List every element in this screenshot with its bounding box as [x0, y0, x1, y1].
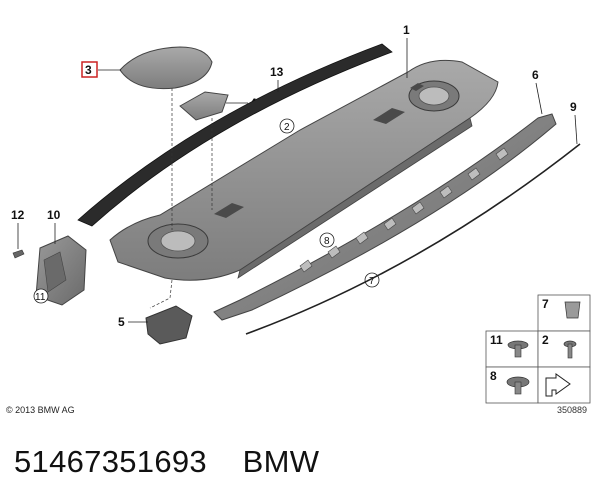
svg-text:8: 8 — [490, 369, 497, 383]
callout-3: 3 — [81, 61, 121, 78]
svg-text:7: 7 — [542, 297, 549, 311]
callout-2: 2 — [279, 118, 295, 134]
callout-12: 12 — [11, 208, 25, 249]
part-caption: 51467351693 BMW — [14, 444, 319, 480]
svg-text:10: 10 — [47, 208, 61, 222]
svg-text:9: 9 — [570, 100, 577, 114]
callout-6: 6 — [532, 68, 543, 115]
legend-item-11: 11 — [490, 333, 529, 358]
parts-diagram: 3 4 13 1 2 — [11, 23, 591, 404]
image-number: 350889 — [557, 405, 588, 415]
part-4-cover — [179, 91, 229, 121]
callout-13: 13 — [270, 65, 284, 92]
svg-text:11: 11 — [35, 292, 46, 303]
part-12-clip — [12, 249, 25, 259]
part-1-parcel-shelf — [109, 59, 499, 281]
svg-text:3: 3 — [85, 63, 92, 77]
svg-text:8: 8 — [324, 236, 330, 247]
part-13-seal — [77, 43, 393, 227]
callout-5: 5 — [118, 315, 148, 329]
fastener-legend: 7 11 2 8 — [485, 294, 591, 404]
brand-name: BMW — [242, 444, 320, 479]
callout-7: 7 — [364, 272, 380, 288]
copyright-text: © 2013 BMW AG — [6, 405, 75, 415]
svg-text:2: 2 — [284, 122, 290, 133]
part-9-strip — [245, 143, 581, 335]
legend-item-8: 8 — [490, 369, 530, 395]
svg-text:5: 5 — [118, 315, 125, 329]
part-6-trim — [213, 113, 557, 321]
part-3-cover — [119, 46, 213, 90]
callout-1: 1 — [403, 23, 410, 78]
arrow-icon — [545, 373, 571, 397]
part-5-cap — [145, 305, 193, 345]
svg-text:6: 6 — [532, 68, 539, 82]
svg-text:2: 2 — [542, 333, 549, 347]
alignment-lines — [149, 88, 213, 309]
svg-text:12: 12 — [11, 208, 25, 222]
legend-item-2: 2 — [542, 333, 577, 359]
part-number: 51467351693 — [14, 444, 207, 479]
callout-9: 9 — [570, 100, 578, 145]
callout-10: 10 — [47, 208, 61, 244]
callout-8: 8 — [319, 232, 335, 248]
svg-text:1: 1 — [403, 23, 410, 37]
svg-text:7: 7 — [369, 276, 375, 287]
svg-text:13: 13 — [270, 65, 284, 79]
caption-gap — [207, 444, 243, 479]
part-10-bracket — [35, 235, 87, 306]
svg-text:11: 11 — [490, 333, 503, 347]
legend-item-7: 7 — [542, 297, 581, 319]
callout-11: 11 — [33, 288, 49, 304]
